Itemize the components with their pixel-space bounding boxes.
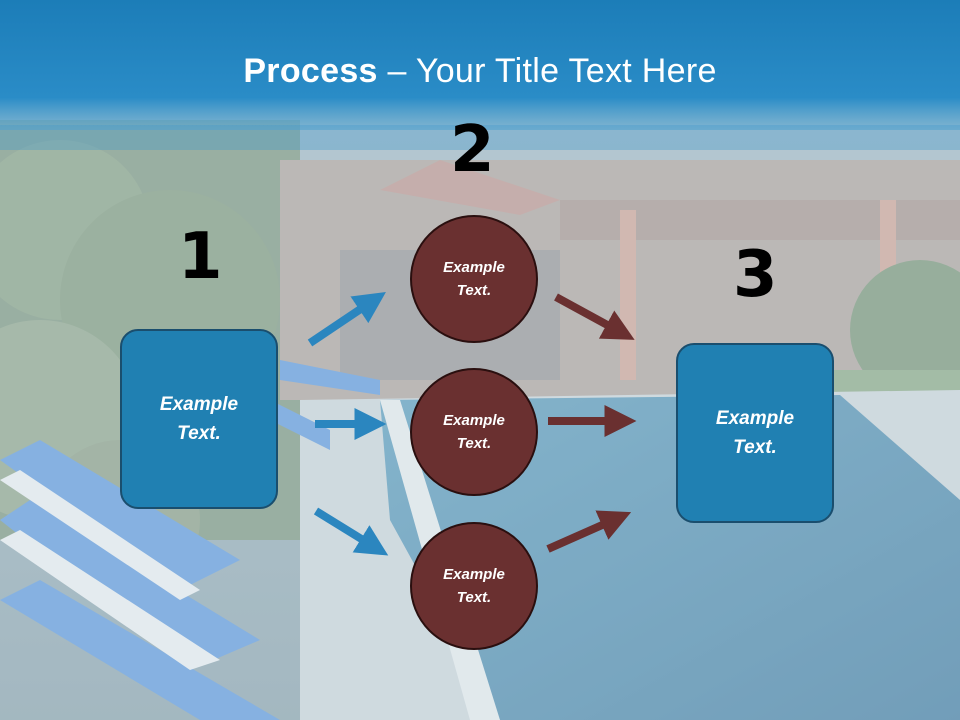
circle-bottom: Example Text. — [410, 522, 538, 650]
left-process-box: Example Text. — [120, 329, 278, 509]
left-box-line1: Example — [159, 394, 239, 415]
step-number-1: 1 — [178, 220, 223, 294]
right-process-box: Example Text. — [676, 343, 834, 523]
right-box-line2: Text. — [733, 437, 777, 458]
title-band — [0, 0, 960, 150]
circle-bottom-line1: Example — [443, 566, 505, 583]
circle-middle-line1: Example — [443, 412, 505, 429]
title-bold: Process — [243, 52, 378, 90]
right-box-line1: Example — [715, 408, 795, 429]
circle-top: Example Text. — [410, 215, 538, 343]
title-rest: – Your Title Text Here — [377, 52, 717, 90]
circle-top-line1: Example — [443, 259, 505, 276]
circle-middle-line2: Text. — [456, 435, 492, 452]
circle-top-line2: Text. — [456, 282, 492, 299]
slide-title: Process – Your Title Text Here — [0, 52, 960, 91]
circle-bottom-line2: Text. — [456, 589, 492, 606]
left-box-line2: Text. — [177, 423, 221, 444]
step-number-2: 2 — [450, 113, 495, 187]
circle-middle: Example Text. — [410, 368, 538, 496]
step-number-3: 3 — [733, 238, 778, 312]
